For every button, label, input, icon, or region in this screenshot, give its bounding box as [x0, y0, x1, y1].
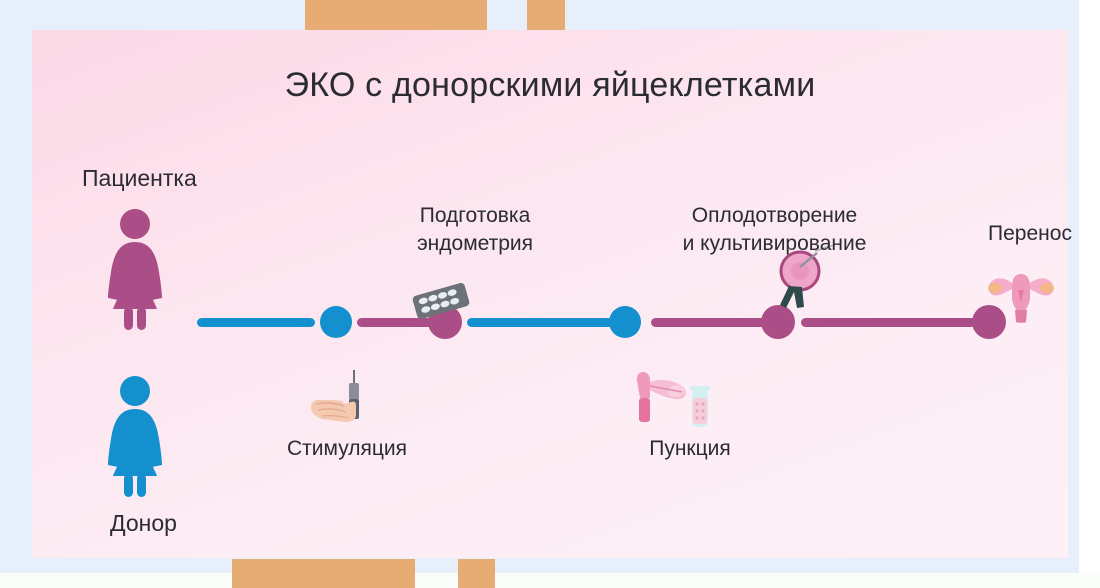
- stage-label-stimulation: Стимуляция: [287, 437, 407, 460]
- ovary-aspiration-test-tube-icon: [636, 372, 710, 427]
- donor-label: Донор: [110, 510, 177, 536]
- stage-label-fertilization: Оплодотворение и культивирование: [682, 204, 867, 255]
- decorative-tan-bar-bottom-right: [458, 559, 495, 588]
- icsi-egg-pipette-icon: [779, 245, 834, 308]
- decorative-tan-bar-top-left: [305, 0, 487, 31]
- page-backdrop-bottom-margin: [0, 573, 1100, 588]
- node-transfer[interactable]: [972, 305, 1006, 339]
- stage-label-endometrium: Подготовка эндометрия: [416, 204, 534, 255]
- node-puncture[interactable]: [609, 306, 641, 338]
- timeline-segment-5: [801, 318, 976, 327]
- patient-label: Пациентка: [82, 165, 197, 191]
- page-backdrop-right-margin: [1079, 0, 1100, 588]
- hand-with-injection-pen-icon: [311, 370, 359, 422]
- stage-label-puncture: Пункция: [649, 437, 731, 460]
- timeline-segment-3: [467, 318, 613, 327]
- pill-blister-pack-icon: [412, 282, 470, 320]
- timeline-segment-1: [197, 318, 315, 327]
- infographic-card: ЭКО с донорскими яйцеклетками Пациентка …: [32, 30, 1072, 558]
- decorative-tan-bar-bottom-left: [232, 559, 415, 588]
- node-stimulation[interactable]: [320, 306, 352, 338]
- female-figure-icon-patient: [108, 209, 162, 330]
- stage-label-transfer: Перенос: [988, 222, 1072, 245]
- page-title: ЭКО с донорскими яйцеклетками: [284, 66, 816, 104]
- node-fertilization[interactable]: [761, 305, 795, 339]
- uterus-icon: [988, 274, 1054, 323]
- timeline-segment-4: [651, 318, 766, 327]
- female-figure-icon-donor: [108, 376, 162, 497]
- decorative-tan-bar-top-right: [527, 0, 565, 31]
- timeline-segment-2: [357, 318, 433, 327]
